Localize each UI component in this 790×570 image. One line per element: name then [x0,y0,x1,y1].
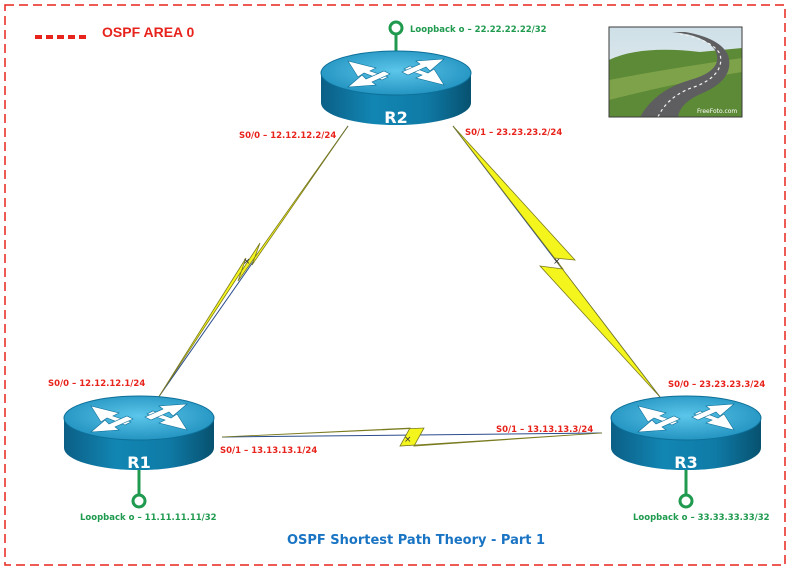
router-r1[interactable]: R1 [63,395,215,472]
r3-s01-label: S0/1 – 13.13.13.3/24 [496,425,593,435]
router-r3[interactable]: R3 [610,395,762,472]
ospf-area-border [4,4,786,566]
photo-watermark: FreeFoto.com [697,108,737,115]
r3-loopback-icon [678,470,694,509]
r1-s00-label: S0/0 – 12.12.12.1/24 [48,379,145,389]
serial-bolt-r1-r2 [157,125,349,399]
r2-loopback-label: Loopback o – 22.22.22.22/32 [410,25,547,35]
serial-bolt-r1-r3 [221,427,603,447]
r1-loopback-label: Loopback o – 11.11.11.11/32 [80,513,217,523]
serial-mark-r1-r3: × [404,435,412,445]
r1-s01-label: S0/1 – 13.13.13.1/24 [220,446,317,456]
router-r3-label: R3 [674,453,697,472]
serial-mark-r2-r3: × [553,257,561,267]
r2-s00-label: S0/0 – 12.12.12.2/24 [239,131,336,141]
router-r2-label: R2 [384,108,407,127]
router-r2[interactable]: R2 [320,50,472,127]
serial-mark-r1-r2: × [243,257,251,267]
r3-loopback-label: Loopback o – 33.33.33.33/32 [633,513,770,523]
router-r1-label: R1 [127,453,150,472]
r2-loopback-icon [388,20,404,60]
legend-label: OSPF AREA 0 [102,24,195,40]
diagram-title: OSPF Shortest Path Theory - Part 1 [287,533,545,548]
r3-s00-label: S0/0 – 23.23.23.3/24 [668,380,765,390]
r2-s01-label: S0/1 – 23.23.23.2/24 [465,128,562,138]
road-photo: FreeFoto.com [608,26,743,118]
r1-loopback-icon [131,470,147,509]
